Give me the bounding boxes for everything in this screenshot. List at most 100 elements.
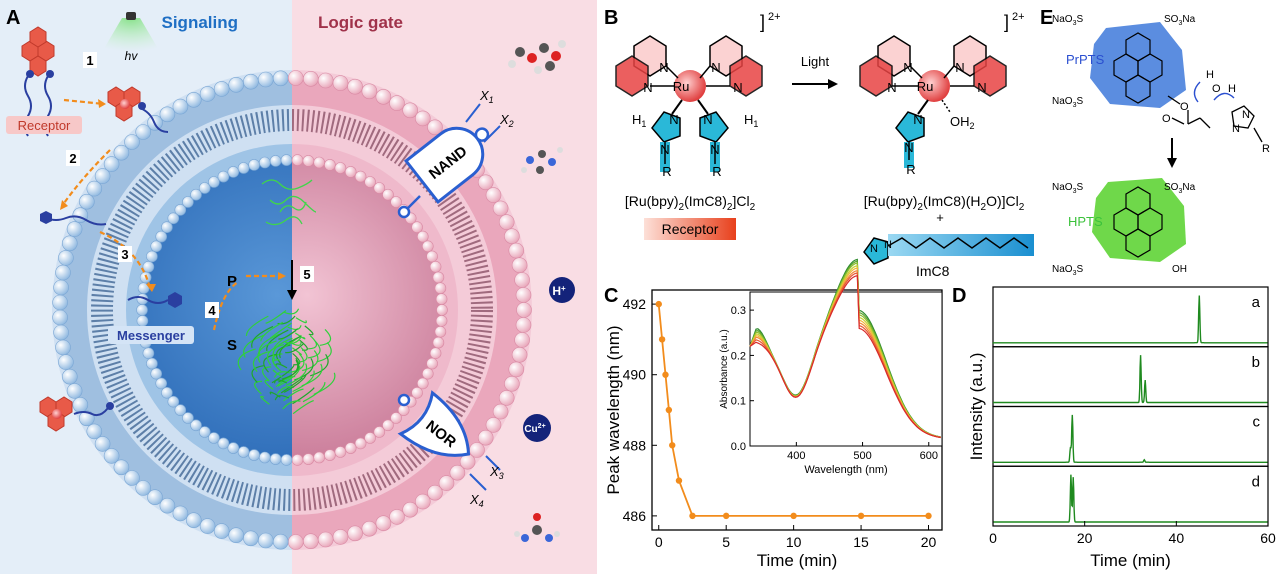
lipid-head (199, 518, 216, 534)
lipid-head (124, 134, 140, 150)
substrate-label: S (227, 337, 237, 354)
lipid-head (217, 170, 230, 183)
lipid-head (421, 240, 434, 253)
receptor-top (21, 26, 55, 137)
lipid-head (55, 264, 71, 281)
polymer-strand (283, 388, 304, 402)
trace-label: c (1253, 414, 1261, 431)
lipid-head (198, 426, 211, 438)
imc8-n-atom-2: N (884, 239, 892, 251)
imidazole-n-atom-2: N (1232, 123, 1240, 135)
lipid-head (213, 523, 230, 539)
ru-atom-label-2: Ru (917, 79, 934, 94)
lipid-head (208, 176, 220, 188)
data-point (722, 512, 730, 520)
y-axis-label: Peak wavelength (nm) (604, 325, 623, 494)
lipid-head (411, 386, 423, 399)
lipid-head (227, 442, 240, 454)
polymer-strand (266, 329, 289, 352)
lipid-head (228, 527, 244, 544)
lipid-head (228, 77, 244, 93)
water-h-atom-2: H (1228, 83, 1236, 95)
n-atom-4: N (711, 60, 720, 75)
lipid-head (402, 501, 419, 518)
polymer-strand (319, 328, 332, 346)
lipid-head (287, 534, 304, 550)
lipid-head (167, 212, 180, 225)
lipid-head (485, 187, 502, 203)
lipid-head (136, 315, 149, 327)
lipid-head (416, 377, 429, 390)
complex-1-formula: [Ru(bpy)2(ImC8)2]Cl2 (625, 193, 756, 213)
prpts-label: PrPTS (1066, 52, 1105, 67)
lipid-head (72, 396, 89, 413)
polymer-strand (308, 334, 318, 350)
trace-line (992, 414, 1268, 463)
lipid-head (313, 451, 326, 464)
polymer-strand (295, 317, 307, 324)
panel-a: A Signaling Logic gate hv (0, 0, 597, 574)
imc8-structure (863, 234, 1034, 265)
lipid-head (508, 242, 525, 259)
lipid-head (186, 92, 202, 108)
n-atom-6: N (703, 112, 712, 127)
lipid-head (161, 221, 173, 233)
imc8-label: ImC8 (916, 263, 950, 279)
trace-line (993, 474, 1268, 523)
receptor-tag-label: Receptor (662, 221, 719, 237)
inset-y-axis-label: Absorbance (a.u.) (719, 329, 730, 409)
n-atom-8: N (710, 142, 719, 157)
polymer-strand (294, 332, 306, 340)
receptor-released (107, 86, 141, 122)
lipid-head (492, 200, 509, 217)
data-point (658, 336, 666, 343)
data-point (675, 477, 683, 484)
lipid-head (103, 156, 120, 172)
lipid-head (142, 347, 155, 360)
complex-receptor-structure (615, 35, 763, 172)
molecule-urea (514, 513, 560, 542)
lipid-head (208, 432, 220, 444)
trace-line (993, 355, 1268, 404)
lipid-head (174, 204, 187, 216)
lipid-head (434, 325, 447, 338)
lipid-head (198, 182, 211, 194)
lipid-head (272, 533, 289, 550)
lipid-head (213, 81, 230, 97)
polymer-strand (290, 353, 305, 373)
nand-gate: NAND (403, 126, 490, 204)
step-2: 2 (69, 151, 76, 166)
lipid-head (124, 470, 140, 486)
panel-b: B Ru N N N N N N (604, 7, 1034, 279)
lipid-head (280, 454, 293, 466)
polymer-strand (257, 340, 277, 363)
lipid-head (258, 156, 271, 169)
hpts-halo (1092, 178, 1186, 262)
hv-label: hv (125, 49, 139, 63)
lipid-head (159, 497, 176, 514)
lipid-head (66, 383, 83, 399)
r-group-3: R (906, 162, 915, 177)
inset-frame (749, 291, 943, 447)
x-axis-label: Time (min) (757, 551, 838, 570)
polymer-strand (245, 315, 269, 336)
lipid-head (373, 426, 386, 438)
plus-sign: + (936, 210, 944, 225)
light-source: hv (102, 12, 160, 63)
lipid-head (449, 464, 466, 481)
lipid-head (375, 89, 392, 105)
lipid-head (354, 170, 367, 183)
lipid-head (317, 531, 334, 548)
lipid-head (291, 154, 304, 166)
lipid-head (324, 449, 336, 461)
polymer-strand (264, 379, 274, 390)
trace-frame (992, 346, 1269, 408)
ru-atom-label: Ru (673, 79, 690, 94)
polymer-strand (243, 334, 264, 358)
y-tick-label: 486 (623, 508, 647, 524)
lipid-head (302, 533, 319, 550)
lipid-head (155, 377, 167, 390)
step-5: 5 (303, 267, 310, 282)
lipid-head (434, 282, 447, 295)
